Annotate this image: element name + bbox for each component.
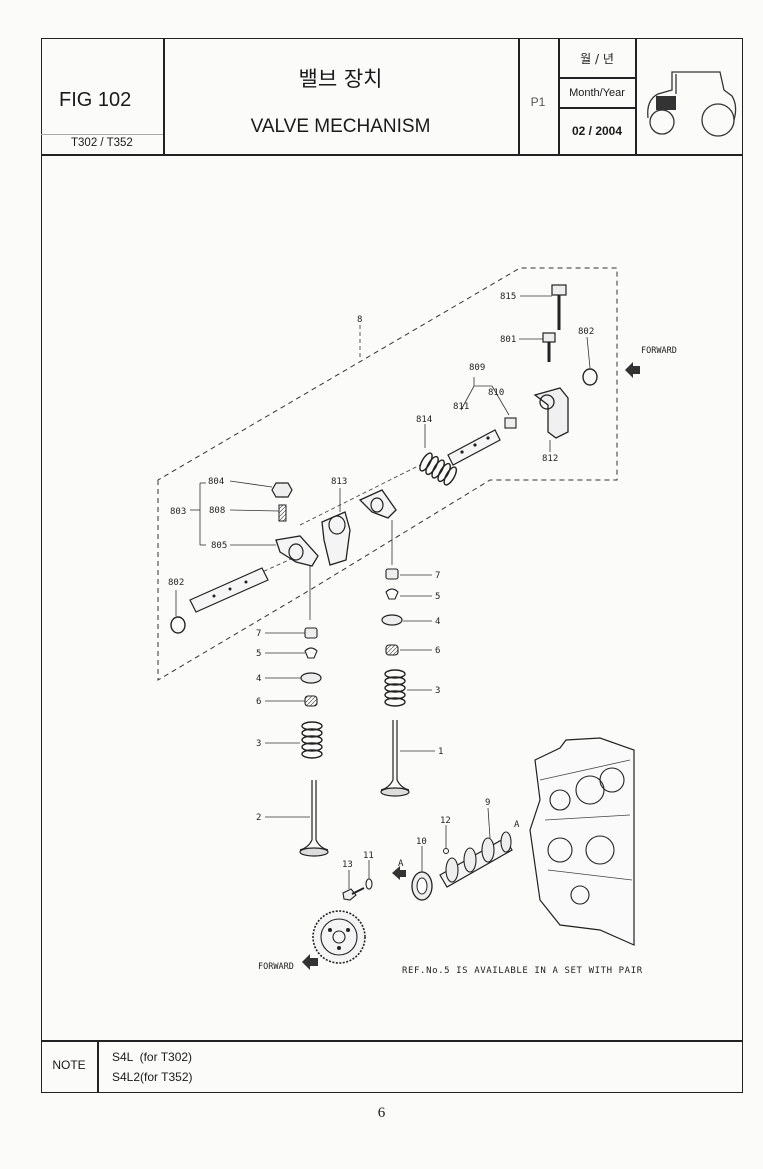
date-label-korean: 월 / 년 xyxy=(580,52,614,66)
callout-label: 809 xyxy=(469,363,485,373)
callout-label: 10 xyxy=(416,837,427,847)
note-top-line xyxy=(41,1040,743,1042)
note-label: NOTE xyxy=(52,1058,86,1072)
header-col-divider-1 xyxy=(163,38,165,155)
cam-gear xyxy=(312,910,366,964)
forward-arrow-icon xyxy=(302,954,318,970)
page-number: 6 xyxy=(377,1105,386,1121)
callout-label: 813 xyxy=(331,477,347,487)
rocker-arm-805 xyxy=(275,535,319,567)
date-row-line-1 xyxy=(558,77,636,79)
bolt-801 xyxy=(542,332,556,362)
callout-label: 12 xyxy=(440,816,451,826)
forward-label: FORWARD xyxy=(258,962,294,972)
callout-label: 801 xyxy=(500,335,516,345)
callout-label: 815 xyxy=(500,292,516,302)
valve-train-right xyxy=(380,568,410,797)
callout-label: 9 xyxy=(485,798,490,808)
callout-label: A xyxy=(398,859,404,869)
rocker-shaft-811 xyxy=(447,429,501,466)
title-korean: 밸브 장치 xyxy=(298,67,383,91)
tractor-icon xyxy=(647,71,737,137)
callout-label: 5 xyxy=(256,649,261,659)
figure-number: FIG 102 xyxy=(59,89,132,111)
adjust-screw-808 xyxy=(278,504,287,522)
pin-12 xyxy=(443,848,449,854)
callout-label: 5 xyxy=(435,592,440,602)
title-english: VALVE MECHANISM xyxy=(250,116,431,137)
engine-block xyxy=(529,737,635,946)
callout-label: 11 xyxy=(363,851,374,861)
page-frame xyxy=(41,38,743,1093)
page-label: P1 xyxy=(530,95,546,109)
diagram-note: REF.No.5 IS AVAILABLE IN A SET WITH PAIR xyxy=(402,966,643,976)
washer-11 xyxy=(365,878,373,890)
callout-label: 2 xyxy=(256,813,261,823)
callout-label: 7 xyxy=(256,629,261,639)
circlip-802-left xyxy=(170,616,186,634)
header-col-divider-3 xyxy=(558,38,560,155)
bearing-10 xyxy=(411,871,433,901)
forward-label: FORWARD xyxy=(641,346,677,356)
callout-label: 803 xyxy=(170,507,186,517)
callout-label: 3 xyxy=(256,739,261,749)
plug-810 xyxy=(504,417,517,429)
callout-label: 802 xyxy=(578,327,594,337)
camshaft-9 xyxy=(439,831,513,888)
view-arrow-a-icon xyxy=(392,866,406,880)
assembly-outline xyxy=(157,267,618,681)
bolt-815 xyxy=(551,284,567,330)
callout-label: 8 xyxy=(357,315,362,325)
rocker-shaft-left xyxy=(189,567,269,613)
circlip-802 xyxy=(582,368,598,386)
callout-label: 810 xyxy=(488,388,504,398)
date-value: 02 / 2004 xyxy=(571,124,623,138)
rocker-arm-813 xyxy=(321,489,397,566)
callout-label: 4 xyxy=(256,674,261,684)
callout-label: 3 xyxy=(435,686,440,696)
callout-label: 808 xyxy=(209,506,225,516)
header-divider xyxy=(41,154,743,156)
callout-label: 805 xyxy=(211,541,227,551)
callout-label: 6 xyxy=(256,697,261,707)
callout-label: 802 xyxy=(168,578,184,588)
callout-label: 4 xyxy=(435,617,440,627)
nut-804 xyxy=(271,482,293,498)
date-label: Month/Year xyxy=(569,87,625,99)
header-col-divider-4 xyxy=(635,38,637,155)
callout-label: 1 xyxy=(438,747,443,757)
date-row-line-2 xyxy=(558,107,636,109)
callout-label: 814 xyxy=(416,415,432,425)
note-line-2: S4L2(for T352) xyxy=(112,1070,193,1084)
model-list: T302 / T352 xyxy=(71,137,133,149)
callout-label: 804 xyxy=(208,477,224,487)
valve-train-left xyxy=(299,627,329,857)
rocker-support-812 xyxy=(533,387,569,439)
header-col-divider-2 xyxy=(518,38,520,155)
callout-label: 6 xyxy=(435,646,440,656)
callout-label: 7 xyxy=(435,571,440,581)
callout-label: 13 xyxy=(342,860,353,870)
callout-label: 811 xyxy=(453,402,469,412)
note-line-1: S4L (for T302) xyxy=(112,1050,193,1064)
models-underline xyxy=(41,134,163,135)
bolt-13 xyxy=(342,887,365,901)
callout-label: 812 xyxy=(542,454,558,464)
forward-arrow-icon xyxy=(625,362,640,378)
callout-label: A xyxy=(514,820,520,830)
note-col-divider xyxy=(97,1040,99,1093)
